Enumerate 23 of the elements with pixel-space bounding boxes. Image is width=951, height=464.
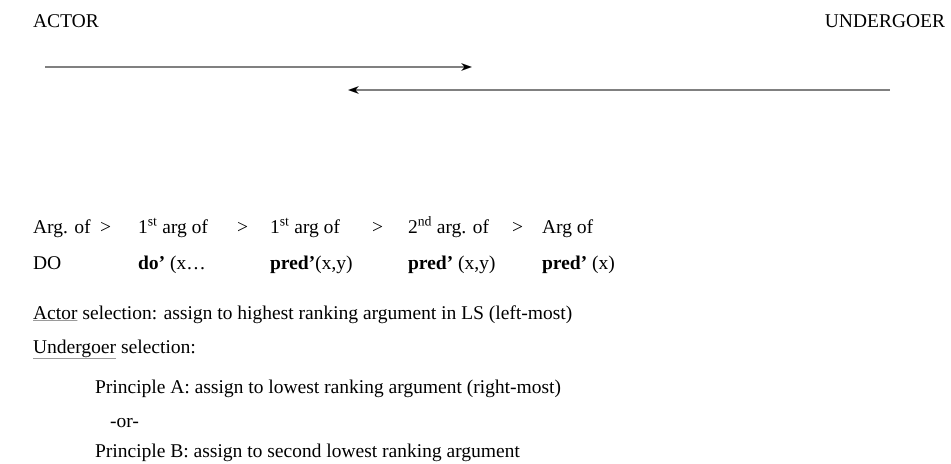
hierarchy-term: do’ (x… <box>138 255 204 274</box>
hierarchy-term: pred’ (x) <box>542 255 614 274</box>
rule-text: selection: assign to highest ranking argument in LS (left-most) <box>83 305 572 324</box>
hierarchy-term: pred’(x,y) <box>270 255 352 274</box>
rule-text: Principle B: assign to second lowest ranking argument <box>96 443 520 462</box>
rule-text: Principle A: assign to lowest ranking argument (right-most) <box>96 379 560 398</box>
ranking-sign: > <box>513 222 522 232</box>
hierarchy-term: 2$^{nd}$ arg. of <box>408 216 489 238</box>
ranking-sign: > <box>373 222 382 232</box>
role-label: ACTOR <box>33 14 99 28</box>
role-label: UNDERGOER <box>825 14 945 28</box>
rule-term: Actor <box>32 306 78 321</box>
hierarchy-term: DO <box>34 256 60 270</box>
rule-text: -or- <box>110 418 138 428</box>
hierarchy-term: 1$^{st}$ arg of <box>272 218 340 238</box>
ranking-sign: > <box>238 222 248 232</box>
rule-term: Undergoer <box>32 339 116 359</box>
rule-text: selection: <box>122 339 194 354</box>
hierarchy-term: 1$^{st}$ arg of <box>140 218 208 238</box>
ranking-sign: > <box>101 222 110 232</box>
hierarchy-term: Arg. of <box>33 219 91 238</box>
hierarchy-term: pred’ (x,y) <box>408 255 495 274</box>
hierarchy-term: Arg of <box>542 219 594 238</box>
